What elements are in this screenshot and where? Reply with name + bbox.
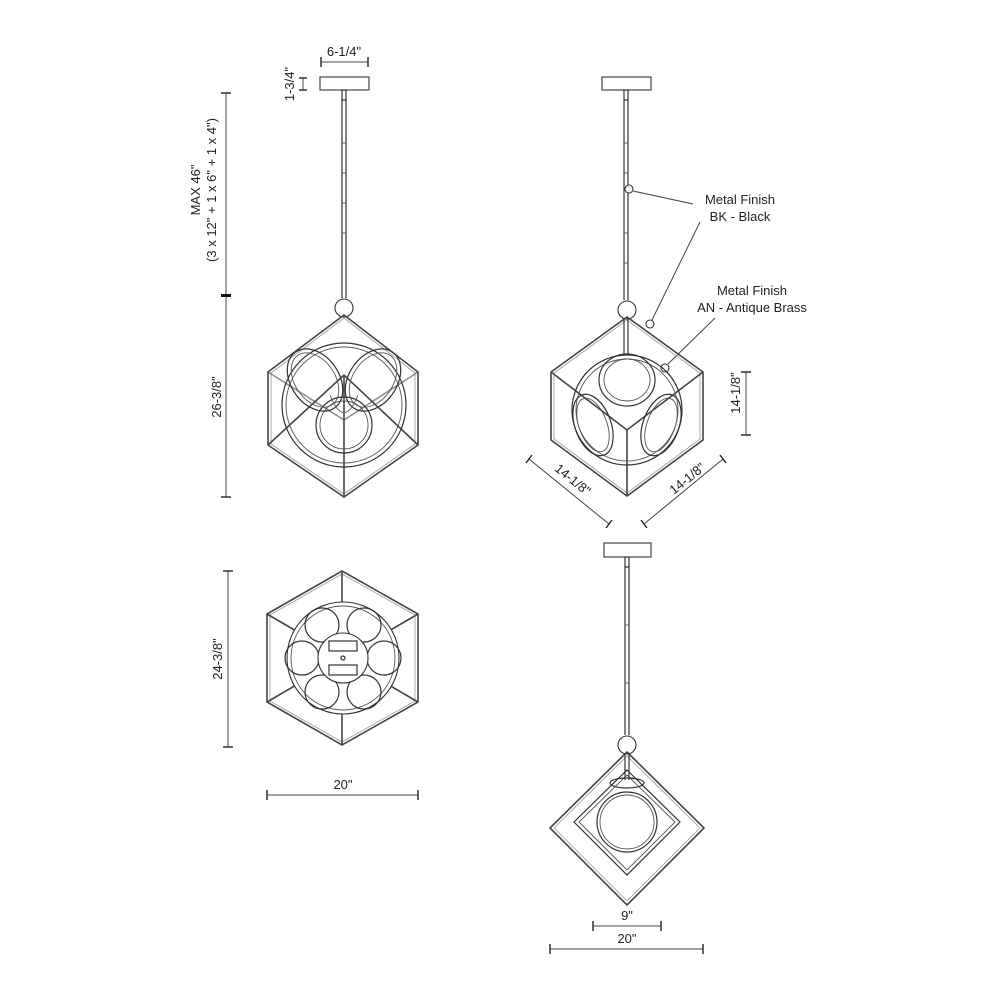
canopy <box>603 542 652 558</box>
body-height-dimension: 26-3/8" <box>209 297 231 498</box>
canopy-height-label: 1-3/4" <box>282 66 297 101</box>
outer-width-label: 20" <box>617 931 636 946</box>
inner-ring <box>596 791 658 853</box>
side-b-label: 14-1/8" <box>666 459 708 497</box>
connector-bead <box>334 298 354 318</box>
canopy <box>319 76 370 91</box>
callout-black-line1: Metal Finish <box>705 192 775 207</box>
diamond-frame <box>548 750 706 907</box>
inner-orb <box>571 318 683 466</box>
drop-formula-label: (3 x 12" + 1 x 6" + 1 x 4") <box>204 118 219 262</box>
connector-bead <box>617 735 637 755</box>
top-height-dimension: 24-3/8" <box>210 570 233 748</box>
callout-black-finish: Metal Finish BK - Black <box>624 184 775 329</box>
callout-black-line2: BK - Black <box>710 209 771 224</box>
connector-bead <box>617 300 637 320</box>
cube-frame <box>550 316 704 497</box>
cube-frame <box>267 313 419 498</box>
callout-brass-line2: AN - Antique Brass <box>697 300 807 315</box>
inner-width-dimension: 9" <box>592 908 662 931</box>
side-height-dimension: 14-1/8" <box>728 371 751 436</box>
canopy-top <box>317 632 369 684</box>
canopy <box>601 76 652 91</box>
callout-brass-line1: Metal Finish <box>717 283 787 298</box>
body-height-label: 26-3/8" <box>209 376 224 418</box>
outer-width-dimension: 20" <box>549 931 704 954</box>
top-height-label: 24-3/8" <box>210 638 225 680</box>
side-a-dimension: 14-1/8" <box>525 454 613 529</box>
side-height-label: 14-1/8" <box>728 372 743 414</box>
inner-orb-top <box>284 601 402 715</box>
canopy-height-dimension: 1-3/4" <box>282 66 307 101</box>
side-b-dimension: 14-1/8" <box>640 454 727 529</box>
side-view: 9" 20" <box>548 542 706 954</box>
front-view: 6-1/4" 1-3/4" MAX 46" (3 x 12" + 1 x 6" … <box>188 44 419 498</box>
max-drop-label: MAX 46" <box>188 164 203 215</box>
canopy-width-label: 6-1/4" <box>327 44 362 59</box>
perspective-view: Metal Finish BK - Black Metal Finish AN … <box>525 76 807 529</box>
max-drop-dimension: MAX 46" (3 x 12" + 1 x 6" + 1 x 4") <box>188 92 231 297</box>
inner-orb <box>281 342 407 468</box>
canopy-width-dimension: 6-1/4" <box>320 44 369 67</box>
top-view: 24-3/8" 20" <box>210 570 419 800</box>
cube-frame <box>266 570 419 746</box>
inner-width-label: 9" <box>621 908 633 923</box>
top-width-dimension: 20" <box>266 777 419 800</box>
callout-brass-finish: Metal Finish AN - Antique Brass <box>660 283 807 373</box>
top-width-label: 20" <box>333 777 352 792</box>
